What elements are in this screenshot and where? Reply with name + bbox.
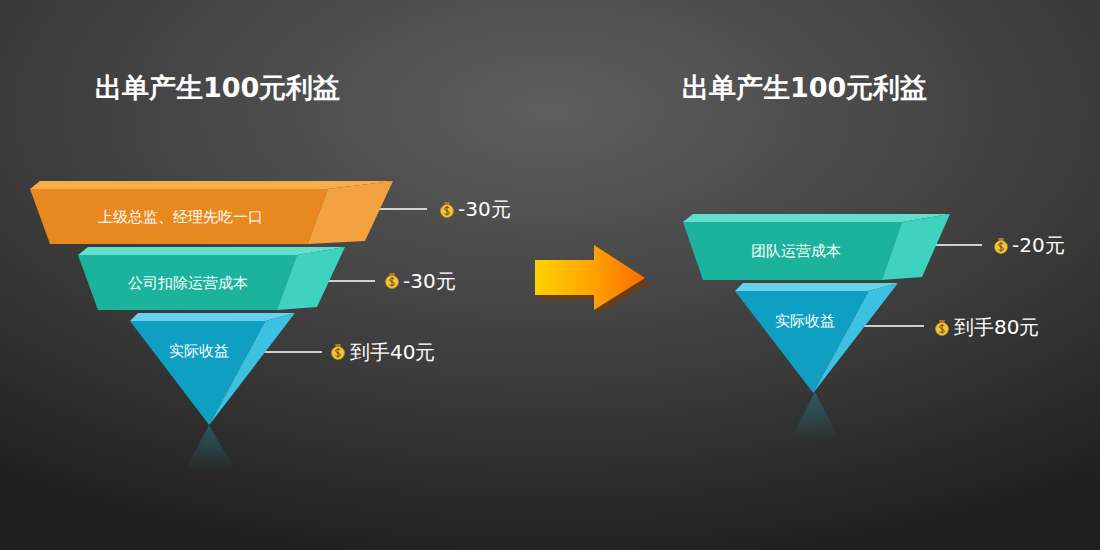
panel-heading: 出单产生100元利益: [682, 70, 927, 106]
value-label: -30元: [458, 196, 511, 223]
panel-heading: 出单产生100元利益: [95, 70, 340, 106]
band-label: 团队运营成本: [683, 222, 908, 280]
value-label: 到手40元: [350, 339, 435, 366]
funnel-shape: [735, 283, 898, 393]
funnel-face: [277, 247, 345, 310]
band-label: 上级总监、经理先吃一口: [30, 189, 330, 244]
funnel-band: 团队运营成本: [683, 214, 950, 280]
band-label: 公司扣除运营成本: [78, 255, 298, 310]
value-label: -20元: [1012, 232, 1065, 259]
funnel-face: [813, 283, 898, 393]
value-label: 到手80元: [954, 314, 1039, 341]
funnel-shape: [130, 313, 295, 425]
band-label: 实际收益: [130, 321, 268, 381]
value-label: -30元: [403, 268, 456, 295]
funnel-band: 上级总监、经理先吃一口: [30, 181, 393, 244]
band-label: 实际收益: [735, 291, 875, 351]
funnel-face: [209, 313, 295, 425]
funnel-face: [308, 181, 393, 244]
funnel-band: 公司扣除运营成本: [78, 247, 345, 310]
funnel-face: [882, 214, 950, 280]
funnel-tip: 实际收益: [130, 313, 295, 425]
funnel-tip: 实际收益: [735, 283, 898, 393]
